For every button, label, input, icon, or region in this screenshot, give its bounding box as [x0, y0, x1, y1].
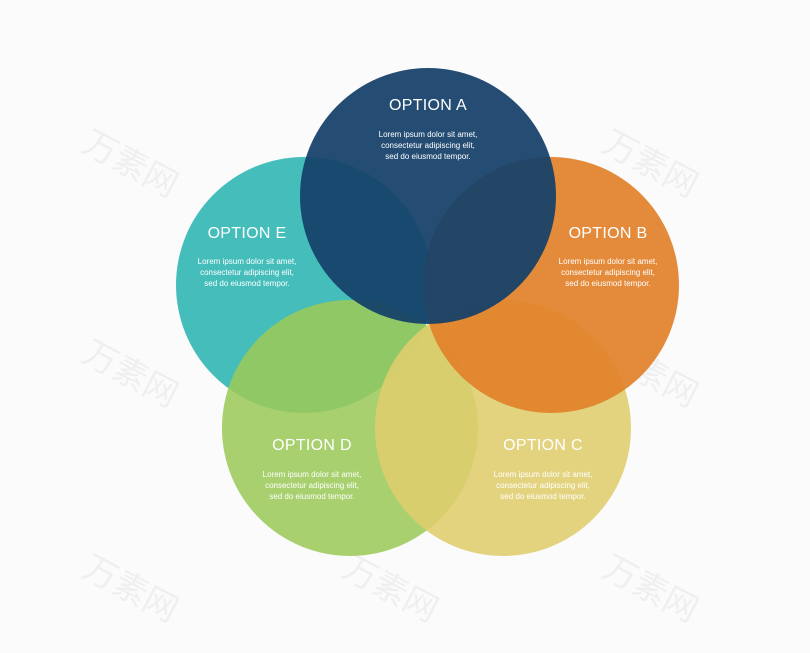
option-d-text-line: sed do eiusmod tempor. — [269, 492, 354, 501]
option-a-text-line: Lorem ipsum dolor sit amet, — [379, 130, 478, 139]
option-a-label: OPTION A Lorem ipsum dolor sit amet, con… — [379, 97, 478, 161]
option-c-title: OPTION C — [503, 437, 583, 454]
option-c-text-line: Lorem ipsum dolor sit amet, — [494, 470, 593, 479]
option-d-title: OPTION D — [272, 437, 352, 454]
option-b-label: OPTION B Lorem ipsum dolor sit amet, con… — [559, 225, 658, 288]
watermark-text: 万素网 — [336, 548, 445, 631]
option-b-title: OPTION B — [569, 225, 648, 242]
option-c-text-line: sed do eiusmod tempor. — [500, 492, 585, 501]
watermark-text: 万素网 — [596, 548, 705, 631]
option-b-text-line: sed do eiusmod tempor. — [565, 279, 650, 288]
watermark-text: 万素网 — [76, 548, 185, 631]
watermark-text: 万素网 — [76, 333, 185, 416]
option-a-text-line: sed do eiusmod tempor. — [385, 152, 470, 161]
option-e-text-line: sed do eiusmod tempor. — [204, 279, 289, 288]
option-c-text-line: consectetur adipiscing elit, — [496, 481, 590, 490]
option-b-text-line: consectetur adipiscing elit, — [561, 268, 655, 277]
option-d-text-line: consectetur adipiscing elit, — [265, 481, 359, 490]
option-d-label: OPTION D Lorem ipsum dolor sit amet, con… — [263, 437, 362, 501]
option-c-label: OPTION C Lorem ipsum dolor sit amet, con… — [494, 437, 593, 501]
option-e-text-line: consectetur adipiscing elit, — [200, 268, 294, 277]
circles-layer — [176, 68, 679, 556]
watermark-text: 万素网 — [76, 123, 185, 206]
option-e-text-line: Lorem ipsum dolor sit amet, — [198, 257, 297, 266]
option-b-text-line: Lorem ipsum dolor sit amet, — [559, 257, 658, 266]
option-a-title: OPTION A — [389, 97, 467, 114]
option-e-title: OPTION E — [208, 225, 287, 242]
option-e-label: OPTION E Lorem ipsum dolor sit amet, con… — [198, 225, 297, 288]
option-a-circle — [300, 68, 556, 324]
option-d-text-line: Lorem ipsum dolor sit amet, — [263, 470, 362, 479]
option-a-text-line: consectetur adipiscing elit, — [381, 141, 475, 150]
